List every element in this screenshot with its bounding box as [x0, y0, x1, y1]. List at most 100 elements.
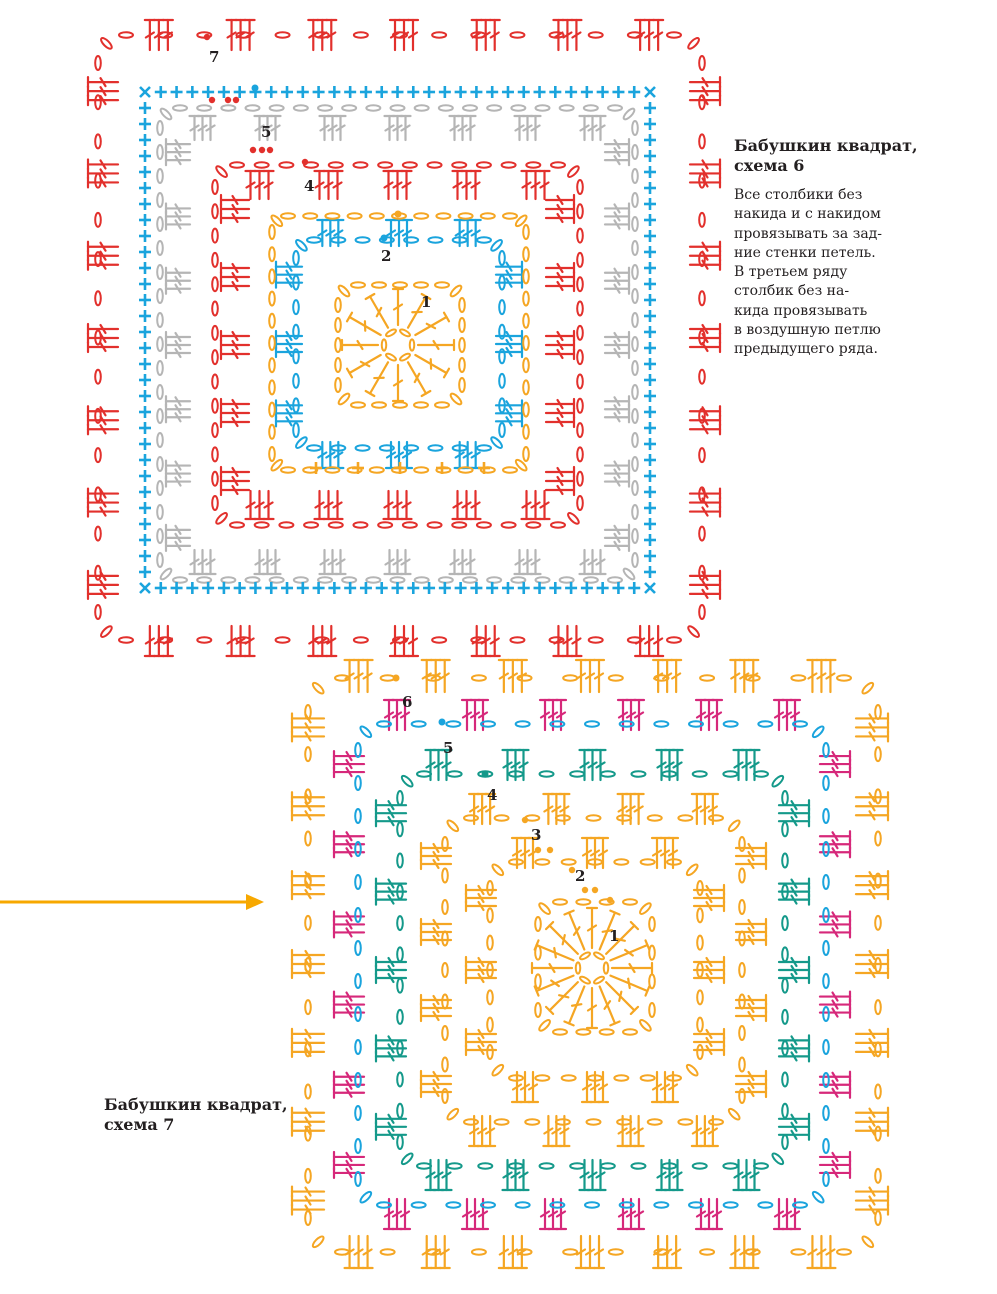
chain-stitch-icon — [522, 246, 530, 263]
single-crochet-icon — [139, 518, 151, 530]
caption-7-title: Бабушкин квадрат, схема 7 — [104, 1095, 294, 1135]
slip-stitch-icon — [606, 896, 614, 904]
single-crochet-icon — [454, 86, 467, 98]
granny-square-diagram-6 — [86, 18, 722, 658]
chain-stitch-icon — [792, 720, 808, 728]
caption-6-line: кида провязывать — [734, 302, 868, 319]
chain-stitch-icon — [631, 336, 639, 352]
chain-stitch-icon — [631, 408, 639, 424]
chain-stitch-icon — [268, 246, 276, 263]
chain-stitch-icon — [554, 1118, 571, 1126]
double-crochet-icon — [469, 218, 482, 248]
chain-stitch-icon — [416, 770, 432, 778]
single-crochet-icon — [580, 582, 593, 594]
chain-stitch-icon — [727, 819, 741, 833]
double-crochet-icon — [818, 990, 852, 1003]
chain-stitch-icon — [607, 576, 623, 584]
double-crochet-icon — [290, 721, 326, 734]
chain-stitch-icon — [653, 1248, 670, 1256]
chain-stitch-icon — [446, 1107, 460, 1121]
chain-stitch-icon — [354, 1072, 362, 1088]
chain-stitch-icon — [304, 1041, 312, 1058]
chain-stitch-icon — [476, 236, 492, 244]
chain-stitch-icon — [211, 373, 219, 390]
double-crochet-icon — [706, 792, 719, 826]
arrow-right-icon — [0, 894, 264, 910]
single-crochet-icon — [139, 438, 151, 450]
chain-stitch-icon — [781, 1008, 789, 1025]
double-crochet-icon — [391, 548, 404, 576]
double-crochet-icon — [570, 624, 583, 658]
chain-stitch-icon — [790, 1248, 807, 1256]
chain-stitch-icon — [292, 422, 300, 438]
double-crochet-icon — [488, 18, 501, 52]
chain-stitch-icon — [354, 907, 362, 923]
double-crochet-icon — [196, 114, 209, 142]
chain-stitch-icon — [698, 447, 706, 464]
double-crochet-icon — [592, 658, 606, 694]
double-crochet-icon — [86, 578, 120, 591]
double-crochet-icon — [563, 985, 586, 1027]
single-crochet-icon — [394, 462, 406, 474]
chain-stitch-icon — [94, 604, 102, 620]
double-crochet-icon — [398, 1197, 412, 1231]
chain-stitch-icon — [666, 858, 682, 866]
double-crochet-icon — [196, 548, 209, 576]
chain-stitch-icon — [431, 636, 448, 644]
chain-stitch-icon — [593, 951, 605, 961]
chain-stitch-icon — [639, 1019, 652, 1032]
chain-stitch-icon — [696, 880, 704, 896]
double-crochet-icon — [780, 698, 794, 732]
chain-stitch-icon — [696, 1044, 704, 1060]
double-crochet-icon — [382, 489, 395, 521]
chain-stitch-icon — [722, 1162, 739, 1170]
chain-stitch-icon — [688, 1201, 704, 1209]
double-crochet-icon — [740, 748, 753, 782]
single-crochet-icon — [644, 166, 656, 178]
chain-stitch-icon — [156, 528, 164, 544]
caption-6-line: предыдущего ряда. — [734, 341, 878, 358]
double-crochet-icon — [262, 169, 275, 201]
chain-stitch-icon — [268, 268, 276, 285]
double-crochet-icon — [345, 311, 382, 337]
double-crochet-icon — [818, 1086, 852, 1099]
single-crochet-icon — [359, 582, 372, 594]
chain-stitch-icon — [510, 104, 527, 112]
double-crochet-icon — [688, 94, 722, 107]
caption-6-line: Все столбики без — [734, 187, 863, 203]
chain-stitch-icon — [334, 357, 342, 373]
slip-stitch-icon — [249, 146, 257, 154]
chain-stitch-icon — [631, 504, 639, 520]
chain-stitch-icon — [500, 521, 517, 529]
chain-stitch-icon — [480, 1201, 496, 1209]
double-crochet-icon — [688, 85, 722, 98]
double-crochet-icon — [352, 658, 365, 694]
double-crochet-icon — [290, 1194, 326, 1207]
chain-stitch-icon — [354, 742, 362, 758]
double-crochet-icon — [406, 361, 432, 398]
chain-stitch-icon — [781, 1071, 789, 1088]
double-crochet-icon — [670, 1234, 683, 1270]
double-crochet-icon — [468, 1197, 482, 1231]
double-crochet-icon — [219, 338, 251, 352]
double-crochet-icon — [734, 857, 768, 871]
single-crochet-icon — [470, 86, 483, 98]
double-crochet-icon — [345, 353, 382, 379]
double-crochet-icon — [188, 114, 201, 142]
double-crochet-icon — [164, 467, 192, 480]
single-crochet-icon — [359, 86, 372, 98]
double-crochet-icon — [854, 721, 890, 734]
double-crochet-icon — [419, 1069, 453, 1083]
chain-stitch-icon — [486, 989, 494, 1006]
single-crochet-icon — [328, 582, 341, 594]
double-crochet-icon — [603, 210, 631, 223]
double-crochet-icon — [432, 748, 445, 782]
chain-stitch-icon — [426, 161, 443, 169]
chain-stitch-icon — [304, 830, 312, 847]
double-crochet-icon — [316, 624, 329, 658]
double-crochet-icon — [470, 18, 483, 52]
double-crochet-icon — [690, 792, 703, 826]
single-crochet-icon — [644, 486, 656, 498]
single-crochet-icon — [644, 262, 656, 274]
chain-stitch-icon — [408, 338, 416, 352]
